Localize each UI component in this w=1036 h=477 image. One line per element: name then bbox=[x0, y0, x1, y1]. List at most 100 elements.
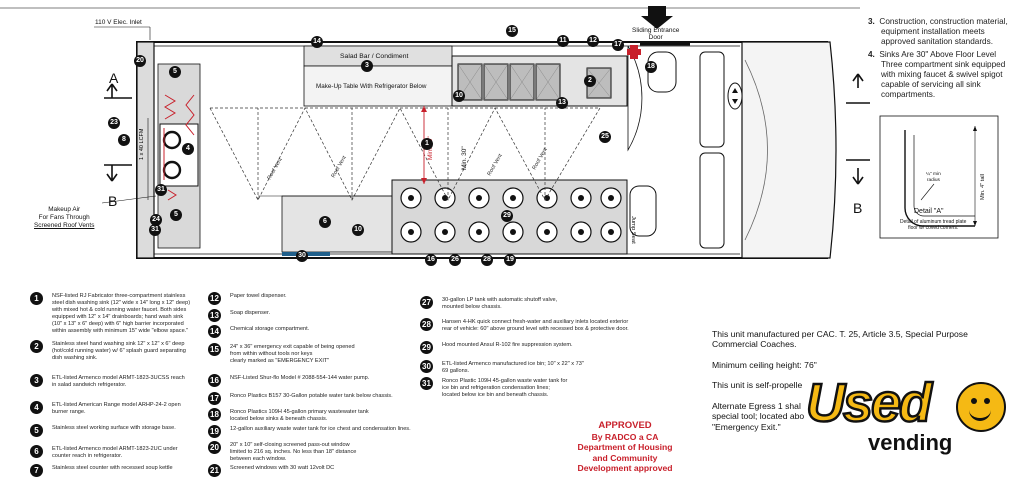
legend-text-28: Hansen 4-HK quick connect fresh-water an… bbox=[442, 319, 629, 332]
callout-3: 3 bbox=[361, 60, 373, 72]
info-line-7: "Emergency Exit." bbox=[712, 422, 781, 432]
legend-text-31: Ronco Plastic 109H 45-gallon waste water… bbox=[442, 378, 568, 398]
callout-5: 5 bbox=[170, 209, 182, 221]
legend-num-13: 13 bbox=[208, 309, 221, 322]
callout-1: 1 bbox=[421, 138, 433, 150]
legend-num-1: 1 bbox=[30, 292, 43, 305]
callout-12: 12 bbox=[587, 35, 599, 47]
svg-text:Roof Vent: Roof Vent bbox=[267, 157, 285, 181]
legend-num-2: 2 bbox=[30, 340, 43, 353]
legend-text-15: 24" x 36" emergency exit capable of bein… bbox=[230, 344, 355, 364]
info-line-2: Commercial Coaches. bbox=[712, 339, 797, 349]
legend-num-16: 16 bbox=[208, 374, 221, 387]
callout-2: 2 bbox=[584, 75, 596, 87]
legend-num-28: 28 bbox=[420, 318, 433, 331]
callout-17: 17 bbox=[612, 39, 624, 51]
info-line-6: special tool; located abo bbox=[712, 411, 805, 421]
elec-inlet-label: 110 V Elec. Inlet bbox=[95, 19, 142, 26]
windshield-right bbox=[699, 152, 725, 249]
dash-curve bbox=[744, 59, 768, 241]
legend-num-12: 12 bbox=[208, 292, 221, 305]
legend-text-5: Stainless steel working surface with sto… bbox=[52, 425, 176, 431]
legend-text-17: Ronco Plastics B157 30-Gallon potable wa… bbox=[230, 393, 393, 399]
legend-num-31: 31 bbox=[420, 377, 433, 390]
legend-num-27: 27 bbox=[420, 296, 433, 309]
legend-num-3: 3 bbox=[30, 374, 43, 387]
windshield-left bbox=[699, 51, 725, 148]
makeup-table bbox=[303, 65, 453, 107]
approval-stamp: APPROVED By RADCO a CA Department of Hou… bbox=[577, 420, 673, 473]
legend-text-20: 20" x 10" self-closing screened pass-out… bbox=[230, 442, 357, 462]
legend-text-4: ETL-listed American Range model ARHP-24-… bbox=[52, 402, 181, 415]
note-4: 4. Sinks Are 30" Above Floor Level Three… bbox=[868, 50, 1006, 99]
svg-text:1 x 40 LCFM: 1 x 40 LCFM bbox=[139, 128, 145, 160]
callout-26: 26 bbox=[449, 254, 461, 266]
legend-text-1: NSF-listed RJ Fabricator three-compartme… bbox=[52, 293, 191, 334]
callout-10: 10 bbox=[352, 224, 364, 236]
legend-text-19: 12-gallon auxiliary waste water tank for… bbox=[230, 426, 411, 432]
callout-19: 19 bbox=[504, 254, 516, 266]
callout-15: 15 bbox=[506, 25, 518, 37]
callout-4: 4 bbox=[182, 143, 194, 155]
section-b-right: B bbox=[853, 200, 863, 216]
legend-text-27: 30-gallon LP tank with automatic shutoff… bbox=[442, 297, 558, 310]
callout-30: 30 bbox=[296, 250, 308, 262]
callout-29: 29 bbox=[501, 210, 513, 222]
legend-text-16: NSF-Listed Shur-flo Model # 2088-554-144… bbox=[230, 375, 370, 381]
jump-seat-label: Jump Seat bbox=[630, 216, 636, 244]
window-outlines bbox=[209, 107, 601, 201]
cab-front bbox=[741, 41, 837, 259]
note-3: 3. Construction, construction material, … bbox=[868, 17, 1008, 46]
legend-text-2: Stainless steel hand washing sink 12" x … bbox=[52, 341, 186, 361]
door-swing bbox=[627, 45, 643, 152]
legend-num-30: 30 bbox=[420, 360, 433, 373]
steering-indicator bbox=[727, 82, 743, 110]
legend-num-4: 4 bbox=[30, 401, 43, 414]
legend-num-14: 14 bbox=[208, 325, 221, 338]
entrance-arrow bbox=[641, 6, 673, 29]
svg-text:Roof Vent: Roof Vent bbox=[532, 147, 550, 171]
callout-8: 8 bbox=[118, 134, 130, 146]
legend-num-15: 15 bbox=[208, 343, 221, 356]
legend-text-30: ETL-listed Armenco manufactured ice bin;… bbox=[442, 361, 584, 374]
salad-bar-label: Salad Bar / Condiment bbox=[340, 53, 409, 60]
legend-text-12: Paper towel dispenser. bbox=[230, 293, 287, 299]
legend-num-18: 18 bbox=[208, 408, 221, 421]
jump-seat bbox=[629, 185, 657, 237]
legend-text-14: Chemical storage compartment. bbox=[230, 326, 310, 332]
legend-text-6: ETL-listed Armenco model ARMT-1823-2UC u… bbox=[52, 446, 178, 459]
legend-text-13: Soap dispenser. bbox=[230, 310, 271, 316]
coin-icon bbox=[956, 382, 1006, 432]
callout-20: 20 bbox=[134, 55, 146, 67]
info-line-3: Minimum ceiling height: 76" bbox=[712, 360, 817, 370]
used-vending-logo: Used vending bbox=[805, 372, 1026, 464]
callout-14: 14 bbox=[311, 36, 323, 48]
legend-text-7: Stainless steel counter with recessed so… bbox=[52, 465, 173, 471]
legend-text-29: Hood mounted Ansul R-102 fire suppressio… bbox=[442, 342, 573, 348]
legend-text-18: Ronco Plastics 109H 45-gallon primary wa… bbox=[230, 409, 369, 422]
info-line-1: This unit manufactured per CAC. T. 25, A… bbox=[712, 329, 968, 339]
svg-text:Roof Vent: Roof Vent bbox=[487, 153, 505, 177]
callout-23: 23 bbox=[108, 117, 120, 129]
callout-31: 31 bbox=[155, 184, 167, 196]
callout-28: 28 bbox=[481, 254, 493, 266]
section-a-left: A bbox=[109, 70, 119, 86]
callout-6: 6 bbox=[319, 216, 331, 228]
section-b-left: B bbox=[108, 193, 118, 209]
rear-wall bbox=[136, 41, 155, 259]
callout-13: 13 bbox=[556, 97, 568, 109]
legend-num-5: 5 bbox=[30, 424, 43, 437]
legend-text-21: Screened windows with 30 watt 12volt DC bbox=[230, 465, 335, 471]
legend-num-6: 6 bbox=[30, 445, 43, 458]
legend-num-20: 20 bbox=[208, 441, 221, 454]
legend-text-3: ETL-listed Armenco model ARMT-1823-3UCSS… bbox=[52, 375, 185, 388]
detail-a-title: Detail "A" bbox=[914, 208, 944, 215]
makeup-table-label: Make-Up Table With Refrigerator Below bbox=[316, 83, 427, 90]
legend-num-17: 17 bbox=[208, 392, 221, 405]
legend-num-29: 29 bbox=[420, 341, 433, 354]
